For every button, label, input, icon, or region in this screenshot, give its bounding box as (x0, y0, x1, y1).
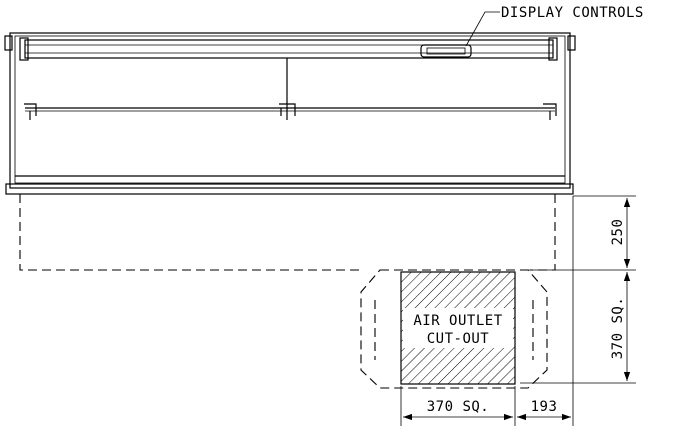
shelf-bracket-center (279, 103, 296, 116)
canopy-end-left (19, 37, 29, 61)
dim-193-text: 193 (531, 399, 558, 415)
leader-line (465, 11, 500, 47)
duct-outline (360, 269, 548, 389)
left-end-bracket (4, 35, 13, 51)
case-outer-frame (9, 32, 571, 189)
display-controls-label: DISPLAY CONTROLS (501, 5, 644, 21)
shelf-bracket-left (24, 103, 37, 120)
display-control-box (420, 44, 472, 58)
cutout-label-line1: AIR OUTLET (413, 313, 502, 329)
display-case (4, 32, 576, 195)
canopy-rail (24, 39, 554, 59)
vertical-dimensions: 250 370 SQ. (520, 195, 636, 384)
dim-370-bottom-text: 370 SQ. (427, 399, 490, 415)
case-inner-frame (14, 35, 566, 184)
display-controls-callout: DISPLAY CONTROLS (465, 5, 644, 47)
air-outlet-cutout: AIR OUTLET CUT-OUT (400, 271, 516, 385)
horizontal-dimensions: 370 SQ. 193 (400, 196, 574, 426)
canopy-end-right (548, 37, 558, 61)
right-end-bracket (567, 35, 576, 51)
dim-370-side-text: 370 SQ. (610, 297, 626, 360)
floor-footprint (19, 194, 556, 271)
dim-250-text: 250 (610, 219, 626, 246)
cutout-label-line2: CUT-OUT (427, 331, 490, 347)
cutout-label-backing (403, 308, 513, 348)
shelf-bracket-right (543, 103, 557, 120)
case-base (5, 183, 574, 195)
